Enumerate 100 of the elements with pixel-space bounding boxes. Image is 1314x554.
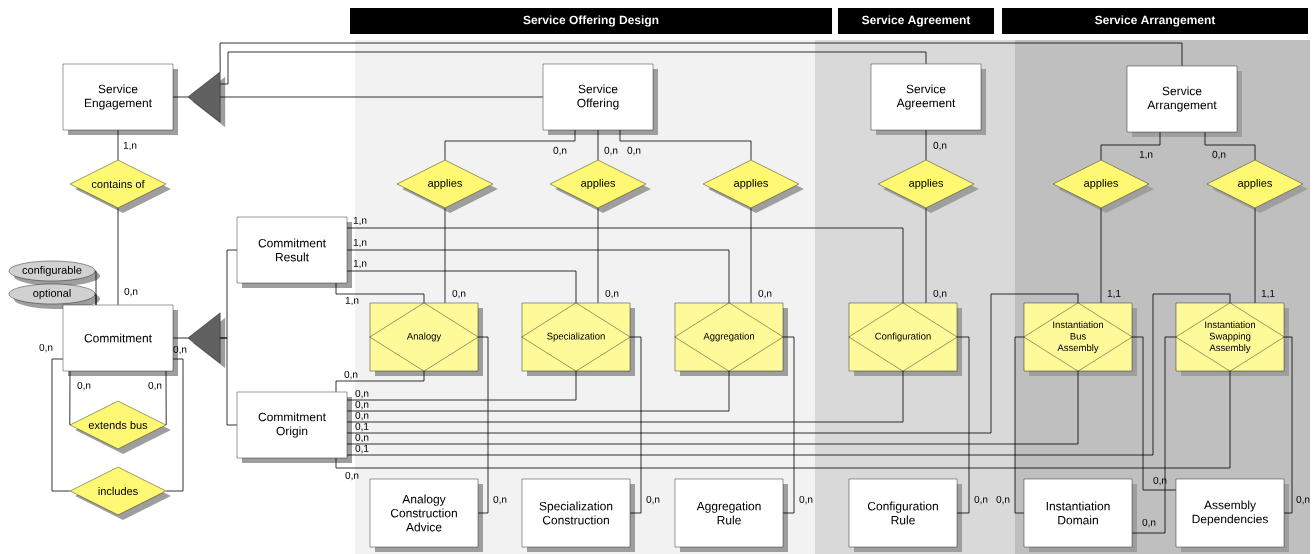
connector-line	[346, 249, 730, 304]
cardinality-label: 0,n	[1212, 150, 1226, 160]
connector-line	[346, 370, 730, 412]
entity-box: Service Arrangement	[1126, 65, 1242, 137]
cardinality-label: 0,n	[148, 381, 162, 391]
cardinality-label: 0,n	[355, 389, 369, 399]
cardinality-label: 0,n	[1153, 476, 1167, 486]
connector-line	[629, 336, 642, 514]
connector-line	[1131, 336, 1177, 491]
relationship-box: Configuration	[848, 302, 962, 376]
cardinality-label: 0,n	[39, 343, 53, 353]
connector-line	[346, 370, 577, 401]
generalization-triangle	[187, 312, 226, 369]
cardinality-label: 0,n	[345, 471, 359, 481]
cardinality-label: 0,n	[124, 287, 138, 297]
cardinality-label: 0,n	[996, 495, 1010, 505]
cardinality-label: 0,n	[1296, 495, 1310, 505]
cardinality-label: 0,n	[974, 495, 988, 505]
cardinality-label: 1,n	[345, 296, 359, 306]
cardinality-label: 0,n	[355, 411, 369, 421]
connector-line	[94, 293, 97, 306]
connector-line	[1204, 131, 1256, 161]
entity-box: Commitment Origin	[236, 391, 352, 463]
cardinality-label: 0,n	[933, 289, 947, 299]
connector-line	[346, 293, 1079, 434]
cardinality-label: 1,n	[1139, 150, 1153, 160]
connector-line	[597, 207, 599, 304]
connector-line	[219, 51, 927, 85]
connector-line	[1131, 336, 1177, 534]
cardinality-label: 0,n	[355, 400, 369, 410]
connector-line	[117, 129, 119, 161]
connector-line	[51, 358, 71, 492]
connector-line	[346, 370, 1079, 445]
entity-box: Service Agreement	[870, 63, 986, 135]
cardinality-label: 0,1	[355, 422, 369, 432]
connector-line	[172, 337, 189, 339]
connector-line	[172, 96, 189, 98]
connector-line	[1283, 336, 1293, 514]
entity-box: Specialization Construction	[521, 478, 635, 552]
cardinality-label: 0,n	[627, 146, 641, 156]
connector-line	[956, 336, 970, 514]
connector-line	[219, 96, 544, 98]
connector-line	[335, 282, 425, 304]
cardinality-label: 0,n	[173, 345, 187, 355]
cardinality-label: 0,n	[1142, 518, 1156, 528]
connector-line	[165, 358, 184, 492]
cardinality-label: 0,n	[646, 495, 660, 505]
cardinality-label: 0,n	[355, 433, 369, 443]
connector-line	[117, 207, 119, 306]
connector-line	[219, 337, 238, 426]
connector-line	[925, 129, 927, 161]
generalization-triangle	[187, 71, 226, 128]
cardinality-label: 0,n	[452, 289, 466, 299]
connector-line	[444, 207, 446, 304]
connector-line	[165, 370, 167, 426]
connector-line	[346, 270, 577, 304]
entity-box: Service Offering	[542, 63, 658, 135]
connector-line	[346, 227, 904, 304]
connector-line	[750, 207, 752, 304]
entity-box: Aggregation Rule	[674, 478, 788, 552]
relationship-box: Specialization	[521, 302, 635, 376]
cardinality-label: 1,n	[353, 259, 367, 269]
connector-line	[619, 129, 752, 161]
relationship-box: Instantiation Bus Assembly	[1023, 302, 1137, 376]
connector-line	[925, 207, 927, 304]
entity-box: Commitment Result	[236, 216, 352, 288]
cardinality-label: 0,n	[493, 495, 507, 505]
relationship-box: Aggregation	[674, 302, 788, 376]
cardinality-label: 0,n	[933, 141, 947, 151]
connector-line	[1014, 336, 1025, 514]
connector-line	[782, 336, 795, 514]
entity-box: Analogy Construction Advice	[369, 478, 483, 552]
section-header: Service Arrangement	[1002, 8, 1308, 34]
connector-line	[335, 370, 1231, 469]
relationship-box: Instantiation Swapping Assembly	[1175, 302, 1289, 376]
section-header: Service Offering Design	[350, 8, 832, 34]
cardinality-label: 0,n	[77, 381, 91, 391]
connector-line	[69, 370, 71, 426]
cardinality-label: 1,1	[1261, 289, 1275, 299]
connector-line	[219, 42, 1183, 73]
connector-line	[1100, 207, 1102, 304]
cardinality-label: 1,1	[1107, 289, 1121, 299]
cardinality-label: 0,n	[604, 146, 618, 156]
entity-box: Assembly Dependencies	[1175, 478, 1289, 552]
connector-line	[346, 370, 904, 423]
cardinality-label: 0,n	[344, 370, 358, 380]
connector-line	[1100, 131, 1161, 161]
cardinality-label: 0,1	[355, 444, 369, 454]
connector-line	[346, 293, 1231, 456]
entity-box: Service Engagement	[62, 63, 178, 135]
connector-line	[597, 129, 599, 161]
connector-line	[335, 370, 425, 393]
cardinality-label: 0,n	[799, 495, 813, 505]
entity-box: Configuration Rule	[848, 478, 962, 552]
cardinality-label: 0,n	[605, 289, 619, 299]
connector-line	[477, 336, 489, 514]
relationship-box: Analogy	[369, 302, 483, 376]
section-header: Service Agreement	[838, 8, 994, 34]
cardinality-label: 1,n	[353, 216, 367, 226]
cardinality-label: 1,n	[353, 238, 367, 248]
